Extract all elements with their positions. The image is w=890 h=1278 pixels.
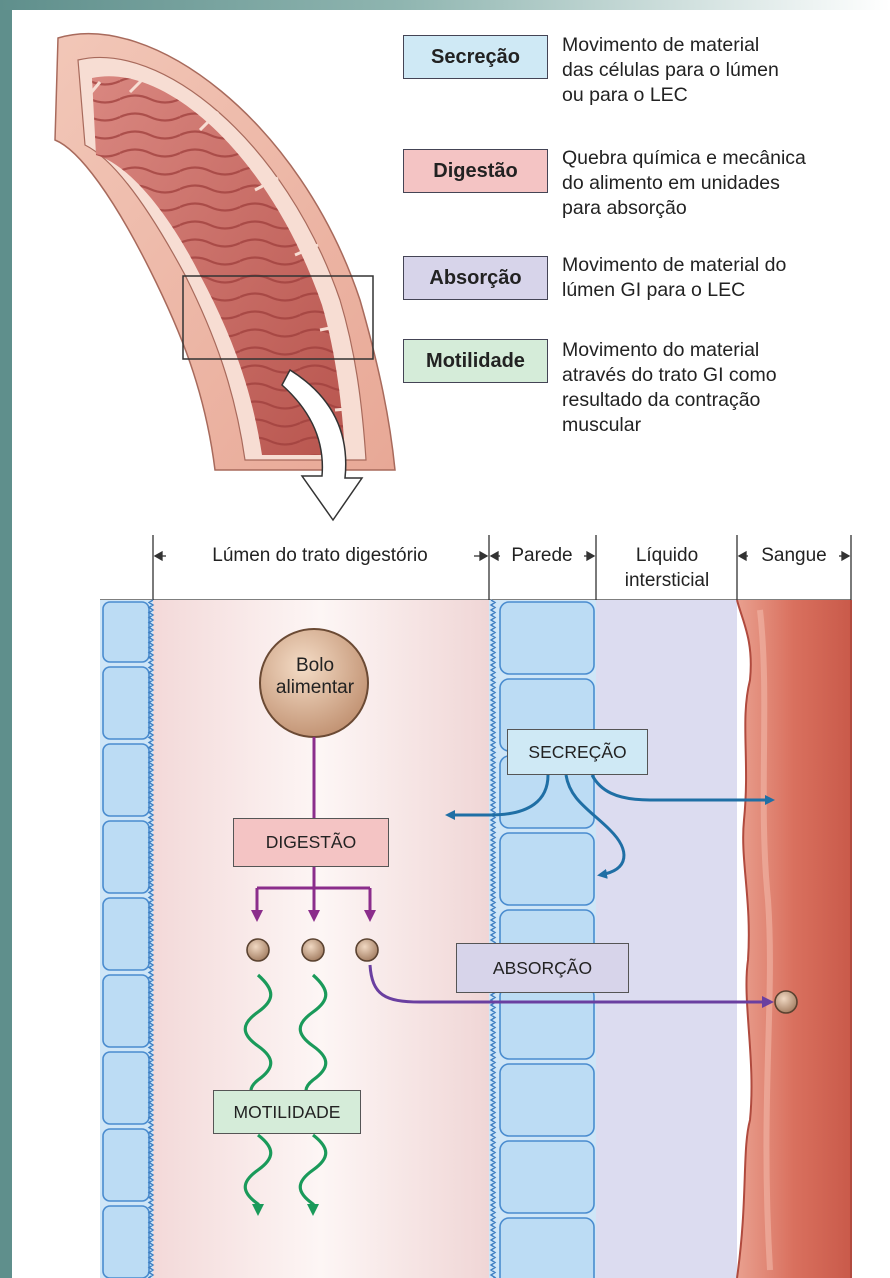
legend-motility-line-2: através do trato GI como — [562, 363, 882, 388]
legend-motility-line-3: resultado da contração — [562, 388, 882, 413]
legend-digestion-term: Digestão — [403, 149, 548, 193]
legend-absorption-description: Movimento de material do lúmen GI para o… — [562, 253, 882, 303]
column-label-blood: Sangue — [750, 545, 838, 567]
right-wall-cells — [489, 600, 596, 1278]
digestion-tag: DIGESTÃO — [233, 818, 389, 867]
legend-digestion-line-2: do alimento em unidades — [562, 171, 882, 196]
legend-secretion-description: Movimento de material das células para o… — [562, 33, 882, 108]
left-wall-cells — [100, 600, 153, 1278]
legend-secretion-term: Secreção — [403, 35, 548, 79]
bolus-label-line-1: Bolo — [258, 655, 372, 677]
legend-motility-line-1: Movimento do material — [562, 338, 882, 363]
secretion-tag: SECREÇÃO — [507, 729, 648, 775]
legend-secretion-line-2: das células para o lúmen — [562, 58, 882, 83]
legend-absorption-line-2: lúmen GI para o LEC — [562, 278, 882, 303]
legend-absorption-term: Absorção — [403, 256, 548, 300]
legend-digestion-line-3: para absorção — [562, 196, 882, 221]
legend-absorption-line-1: Movimento de material do — [562, 253, 882, 278]
legend-motility-term: Motilidade — [403, 339, 548, 383]
legend-secretion-line-3: ou para o LEC — [562, 83, 882, 108]
legend-motility-line-4: muscular — [562, 413, 882, 438]
legend-motility-description: Movimento do material através do trato G… — [562, 338, 882, 438]
column-label-lumen: Lúmen do trato digestório — [170, 545, 470, 567]
legend-digestion-description: Quebra química e mecânica do alimento em… — [562, 146, 882, 221]
interstitial-fluid-area — [596, 600, 737, 1278]
column-label-interstitial-line-2: intersticial — [600, 570, 734, 592]
bolus-label-line-2: alimentar — [258, 677, 372, 699]
legend-secretion-line-1: Movimento de material — [562, 33, 882, 58]
blood-vessel — [737, 600, 851, 1278]
absorption-tag: ABSORÇÃO — [456, 943, 629, 993]
intestine-illustration — [55, 34, 395, 520]
motility-tag: MOTILIDADE — [213, 1090, 361, 1134]
column-label-wall: Parede — [500, 545, 584, 567]
column-label-interstitial-line-1: Líquido — [600, 545, 734, 567]
bolus-label: Bolo alimentar — [258, 655, 372, 699]
legend-digestion-line-1: Quebra química e mecânica — [562, 146, 882, 171]
